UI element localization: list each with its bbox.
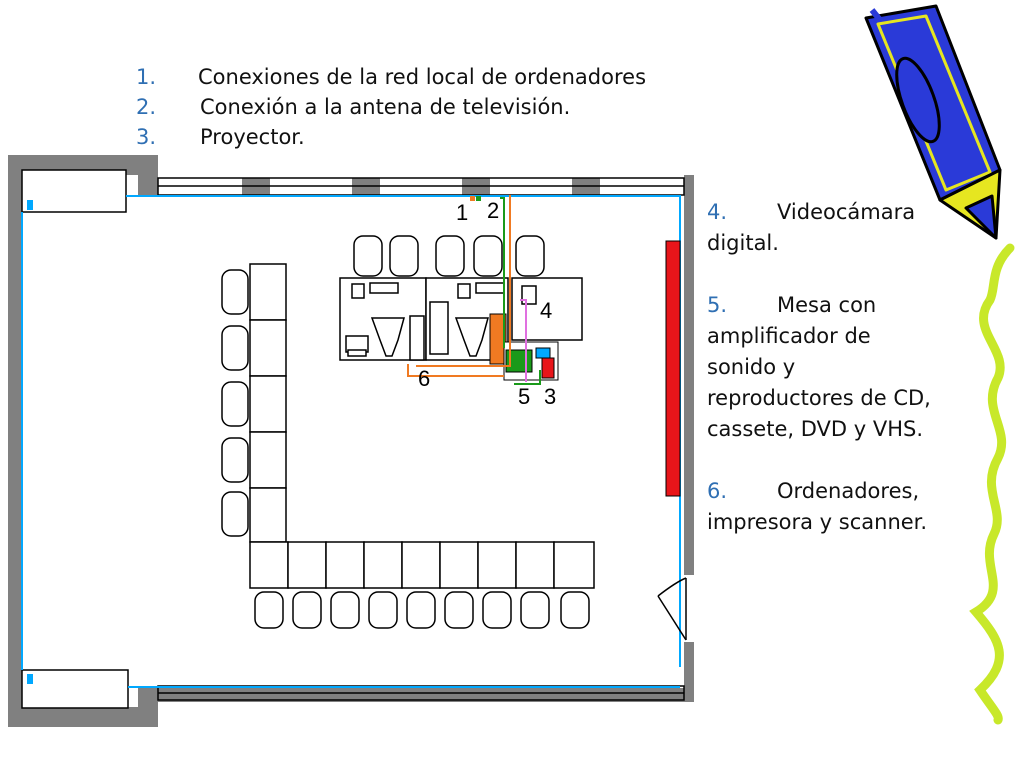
- legend-text-rest: digital.: [707, 231, 779, 255]
- plan-label-6: 6: [418, 366, 430, 391]
- pencil-icon: [864, 4, 1002, 240]
- legend-text-first: Mesa con: [777, 293, 877, 317]
- legend-number: 3.: [136, 125, 157, 149]
- top-chairs: [353, 235, 545, 277]
- legend-text: Proyector.: [200, 125, 305, 149]
- decorative-squiggle: [969, 243, 1015, 725]
- projection-screen: [665, 240, 681, 497]
- legend-text-rest: s, impresora y scanner.: [707, 479, 928, 534]
- legend-item-6: 6. Ordenadores, impresora y scanner.: [707, 476, 939, 538]
- legend-number: 5.: [707, 293, 728, 317]
- left-chairs: [221, 269, 249, 537]
- left-tables: [249, 263, 287, 543]
- legend-number: 2.: [136, 95, 157, 119]
- legend-text: Conexión a la antena de televisión.: [200, 95, 571, 119]
- plan-label-3: 3: [544, 384, 556, 409]
- window-frames: [21, 169, 685, 709]
- computer-desks: [339, 277, 583, 361]
- legend-number: 4.: [707, 200, 728, 224]
- legend-text-first: Ordenadore: [777, 479, 902, 503]
- legend-number: 1.: [136, 65, 157, 89]
- door: [657, 577, 687, 641]
- legend-number: 6.: [707, 479, 728, 503]
- legend-item-5: 5. Mesa con amplificador de sonido y repr…: [707, 290, 939, 445]
- plan-label-2: 2: [487, 198, 499, 223]
- legend-text-rest: amplificador de sonido y reproductores d…: [707, 324, 931, 441]
- blue-cable-perimeter: [21, 195, 681, 688]
- legend-item-4: 4. Videocámara digital.: [707, 197, 939, 259]
- bottom-tables: [249, 541, 595, 589]
- plan-label-1: 1: [456, 200, 468, 225]
- equipment: [489, 313, 559, 381]
- legend-text: Conexiones de la red local de ordenadore…: [198, 65, 647, 89]
- legend-text-first: Videocámara: [777, 200, 916, 224]
- bottom-chairs: [254, 591, 590, 629]
- plan-label-4: 4: [540, 298, 552, 323]
- legend-side-list: 4. Videocámara digital. 5. Mesa con amplif…: [707, 197, 939, 569]
- cables: [407, 195, 541, 385]
- plan-label-5: 5: [518, 384, 530, 409]
- room-walls: [8, 155, 694, 727]
- plan-labels: 1 2 4 6 5 3: [418, 198, 556, 409]
